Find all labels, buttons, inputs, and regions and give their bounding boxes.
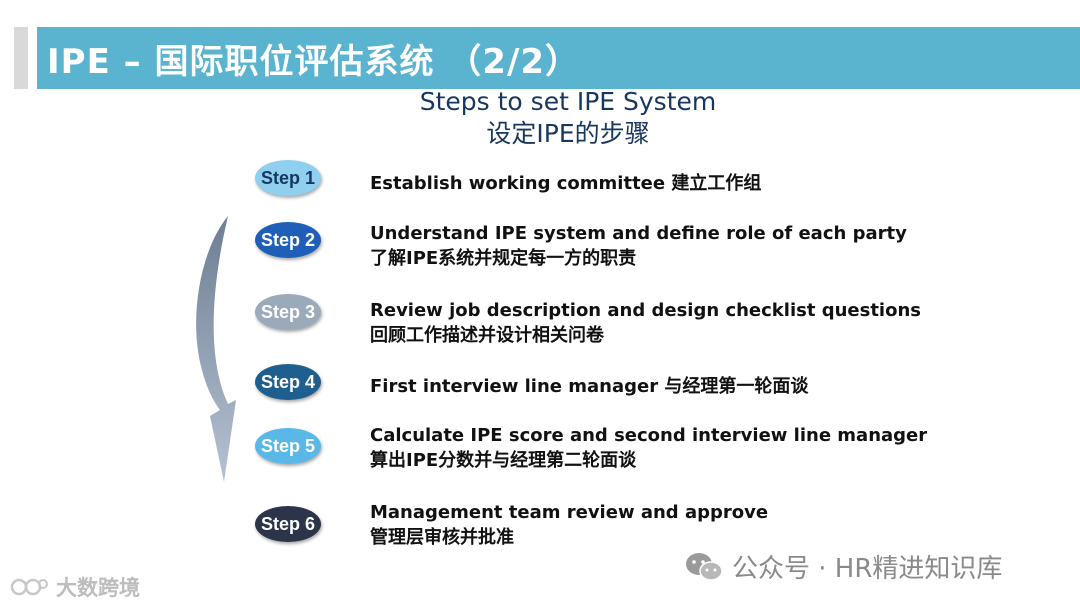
watermark-right-text: 公众号 · HR精进知识库 (732, 554, 1003, 584)
step-2-badge: Step 2 (255, 222, 321, 258)
watermark-left-text: 大数跨境 (56, 576, 140, 600)
step-6-badge: Step 6 (255, 506, 321, 542)
slide-title: IPE – 国际职位评估系统 （2/2） (47, 41, 581, 82)
step-6-cn: 管理层审核并批准 (370, 527, 514, 548)
step-2-text: Understand IPE system and define role of… (370, 221, 907, 271)
title-accent-bar (14, 27, 28, 89)
step-2-label: Step 2 (260, 229, 316, 250)
step-3-text: Review job description and design checkl… (370, 298, 921, 348)
step-6-text: Management team review and approve 管理层审核… (370, 500, 768, 550)
subtitle-line-1: Steps to set IPE System (419, 87, 717, 116)
title-bar: IPE – 国际职位评估系统 （2/2） (37, 27, 1080, 89)
subtitle: Steps to set IPE System 设定IPE的步骤 (0, 86, 1080, 150)
logo-icon (10, 578, 48, 596)
step-2-cn: 了解IPE系统并规定每一方的职责 (370, 248, 637, 269)
step-1-label: Step 1 (260, 167, 316, 188)
step-6-label: Step 6 (260, 513, 316, 534)
step-2-en: Understand IPE system and define role of… (370, 223, 907, 244)
step-3-cn: 回顾工作描述并设计相关问卷 (370, 325, 604, 346)
step-4-badge: Step 4 (255, 364, 321, 400)
step-6-en: Management team review and approve (370, 502, 769, 523)
watermark-right: 公众号 · HR精进知识库 (684, 548, 1002, 585)
step-3-badge: Step 3 (255, 294, 321, 330)
step-4-en: First interview line manager 与经理第一轮面谈 (370, 376, 809, 397)
step-4-text: First interview line manager 与经理第一轮面谈 (370, 374, 808, 399)
subtitle-line-2: 设定IPE的步骤 (486, 119, 650, 148)
curved-arrow-icon (196, 216, 236, 482)
step-3-label: Step 3 (260, 301, 316, 322)
watermark-left: 大数跨境 (10, 572, 140, 602)
step-5-label: Step 5 (260, 435, 316, 456)
step-1-badge: Step 1 (255, 160, 321, 196)
step-5-cn: 算出IPE分数并与经理第二轮面谈 (370, 450, 637, 471)
step-5-en: Calculate IPE score and second interview… (370, 425, 928, 446)
step-5-text: Calculate IPE score and second interview… (370, 423, 927, 473)
step-5-badge: Step 5 (255, 428, 321, 464)
step-1-en: Establish working committee 建立工作组 (370, 173, 762, 194)
step-1-text: Establish working committee 建立工作组 (370, 171, 761, 196)
wechat-icon (686, 552, 723, 581)
step-4-label: Step 4 (260, 371, 316, 392)
step-3-en: Review job description and design checkl… (370, 300, 921, 321)
